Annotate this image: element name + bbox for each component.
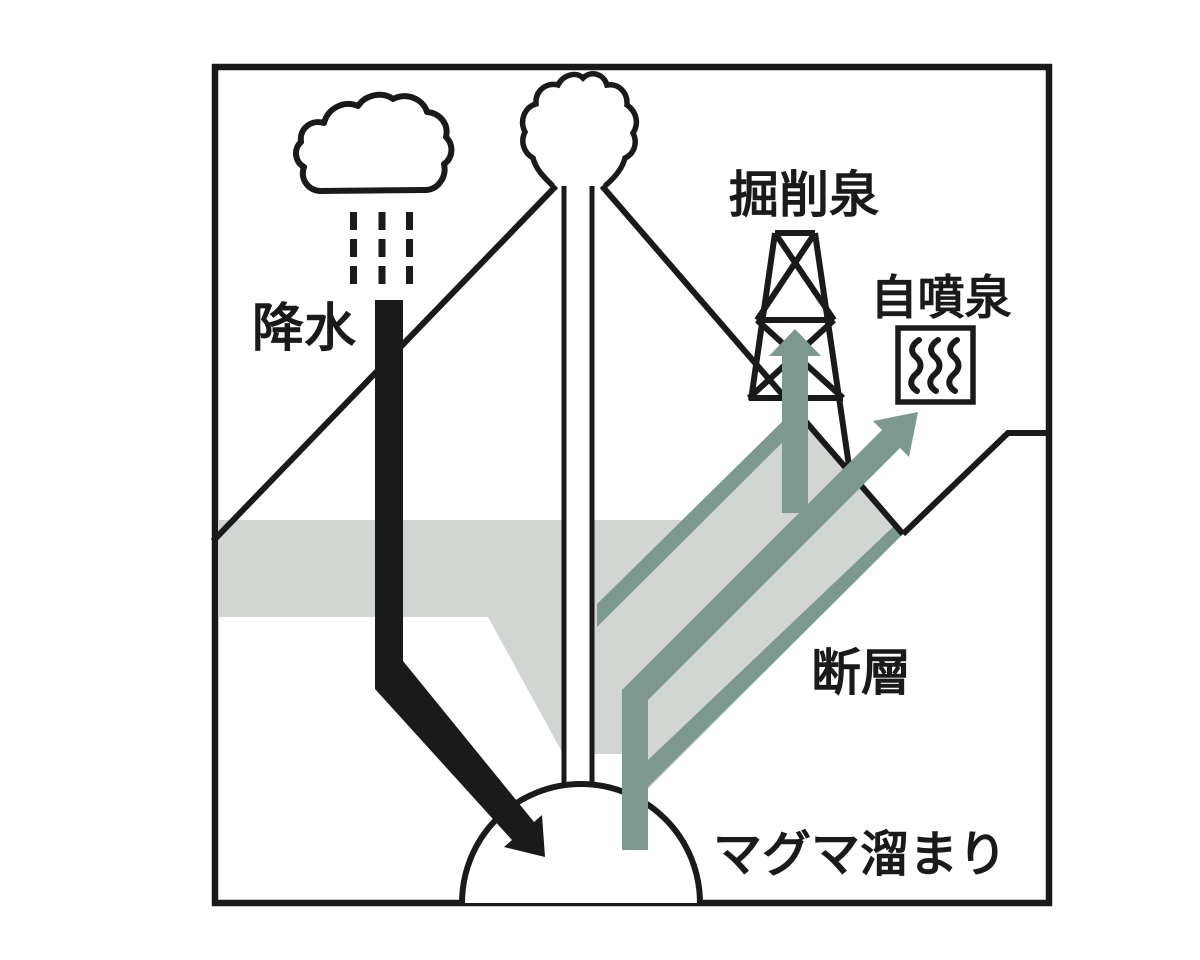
drilled-spring-arrow [769, 329, 821, 513]
right-hill-line [900, 430, 1046, 537]
label-drilled-spring: 掘削泉 [729, 167, 879, 223]
fault-edge-stripe-lower [648, 525, 903, 787]
rain-cloud-icon [293, 91, 455, 194]
label-fault: 断層 [811, 645, 911, 701]
onsen-icon [895, 325, 976, 405]
precipitation-arrow [375, 300, 545, 857]
eruption-plume-icon [519, 71, 640, 188]
drilling-derrick-icon [746, 230, 852, 467]
artesian-spring-arrow [622, 412, 918, 850]
rain-dashes-icon [350, 212, 413, 284]
label-magma-chamber: マグマ溜まり [713, 828, 1007, 882]
volcanic-conduit-channel [566, 188, 590, 788]
label-artesian-spring: 自噴泉 [871, 271, 1012, 324]
label-precipitation: 降水 [252, 300, 357, 358]
fault-edge-stripe-upper [597, 408, 806, 627]
